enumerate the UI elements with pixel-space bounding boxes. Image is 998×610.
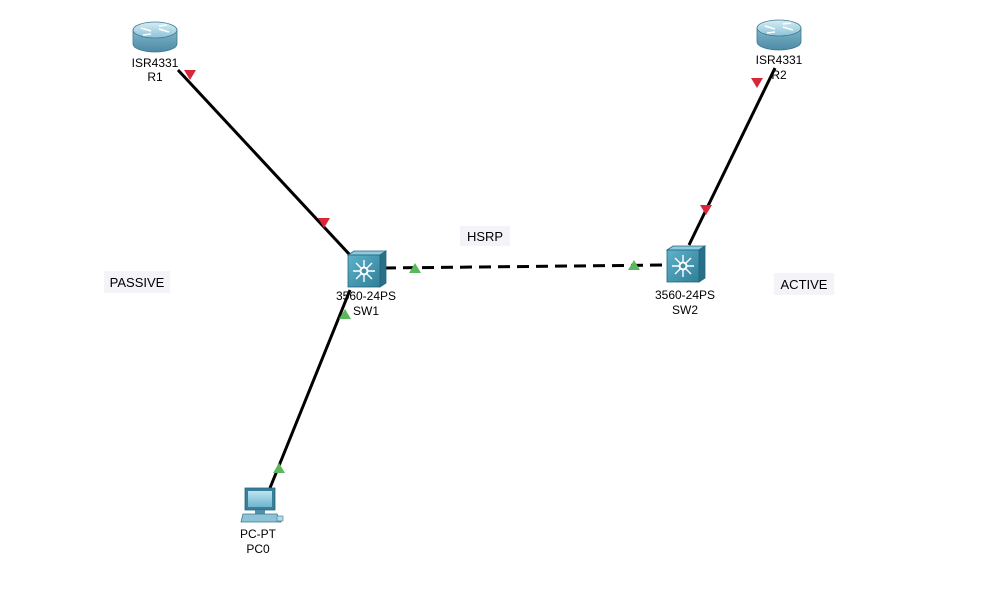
port-up-indicator-sw1-bottom xyxy=(339,309,351,319)
note-text: PASSIVE xyxy=(110,275,165,290)
device-name-label: SW1 xyxy=(353,304,379,318)
multilayer-switch-icon xyxy=(665,245,707,283)
port-up-indicator-sw1-right xyxy=(409,263,421,273)
note-text: ACTIVE xyxy=(781,277,828,292)
device-model-label: 3560-24PS xyxy=(655,288,715,302)
port-down-indicator-sw1-top xyxy=(318,218,330,228)
note-passive[interactable]: PASSIVE xyxy=(104,271,170,293)
note-hsrp[interactable]: HSRP xyxy=(460,226,510,246)
device-model-label: 3560-24PS xyxy=(336,289,396,303)
link-r2-sw2[interactable] xyxy=(687,67,777,246)
device-model-label: PC-PT xyxy=(240,527,277,541)
link-r1-sw1[interactable] xyxy=(176,68,352,257)
device-name-label: R1 xyxy=(147,70,163,84)
device-model-label: ISR4331 xyxy=(756,53,803,67)
port-down-indicator-sw2-top xyxy=(700,205,712,215)
note-text: HSRP xyxy=(467,229,503,244)
link-status-indicators xyxy=(184,70,763,473)
port-up-indicator-pc0 xyxy=(273,463,285,473)
pc-icon xyxy=(240,487,284,523)
port-up-indicator-sw2-left xyxy=(628,260,640,270)
device-name-label: PC0 xyxy=(246,542,270,556)
note-active[interactable]: ACTIVE xyxy=(774,273,834,295)
device-model-label: ISR4331 xyxy=(132,56,179,70)
port-down-indicator-r1 xyxy=(184,70,196,80)
device-name-label: SW2 xyxy=(672,303,698,317)
router-icon xyxy=(132,21,178,53)
device-pc0[interactable]: PC-PT PC0 xyxy=(240,487,284,556)
device-sw1[interactable]: 3560-24PS SW1 xyxy=(336,250,396,318)
device-sw2[interactable]: 3560-24PS SW2 xyxy=(655,245,715,317)
router-icon xyxy=(756,19,802,51)
multilayer-switch-icon xyxy=(346,250,388,288)
device-r1[interactable]: ISR4331 R1 xyxy=(132,21,179,84)
device-r2[interactable]: ISR4331 R2 xyxy=(756,19,803,82)
link-sw1-sw2[interactable] xyxy=(383,263,666,270)
port-down-indicator-r2 xyxy=(751,78,763,88)
device-name-label: R2 xyxy=(771,68,787,82)
link-sw1-pc0[interactable] xyxy=(268,289,352,489)
